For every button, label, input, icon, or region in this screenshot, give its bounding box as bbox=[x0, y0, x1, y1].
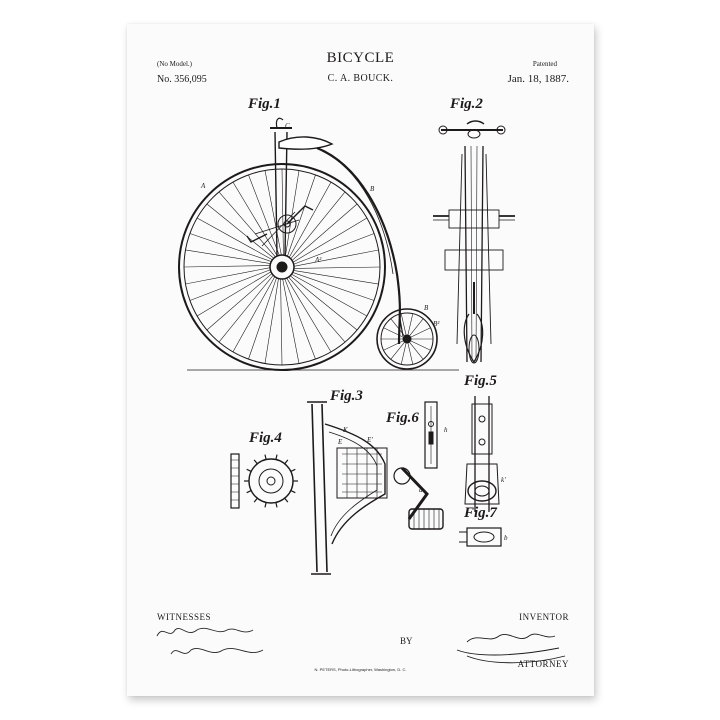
fig5-label: Fig.5 bbox=[464, 373, 497, 389]
signature-scribbles bbox=[456, 633, 566, 664]
patent-drawings bbox=[178, 117, 566, 664]
ref-e: E bbox=[338, 438, 343, 446]
ref-e1: E' bbox=[367, 436, 373, 444]
fig3-label: Fig.3 bbox=[330, 388, 363, 404]
ref-h: h bbox=[444, 426, 448, 434]
fig3-drawing bbox=[307, 401, 444, 575]
ref-b-small: b bbox=[504, 534, 508, 542]
fig7-drawing bbox=[459, 527, 502, 547]
patent-date: Jan. 18, 1887. bbox=[507, 73, 569, 85]
fig1-label: Fig.1 bbox=[248, 96, 281, 112]
witnesses-heading: WITNESSES bbox=[157, 612, 211, 622]
fig6-drawing bbox=[424, 401, 438, 469]
fig6-label: Fig.6 bbox=[386, 410, 419, 426]
patent-number: No. 356,095 bbox=[157, 74, 207, 85]
attorney-heading: ATTORNEY bbox=[517, 659, 569, 669]
witness-signatures bbox=[156, 627, 264, 655]
fig4-drawing bbox=[230, 453, 298, 509]
fig1-drawing bbox=[178, 117, 459, 371]
ref-a-small: a bbox=[419, 486, 423, 494]
ref-a2: A² bbox=[315, 256, 322, 264]
ref-k: K bbox=[343, 426, 348, 434]
fig4-label: Fig.4 bbox=[249, 430, 282, 446]
page-title: BICYCLE bbox=[326, 50, 395, 66]
patented-note: Patented bbox=[532, 60, 557, 68]
fig7-label: Fig.7 bbox=[464, 505, 497, 521]
ref-b2: B² bbox=[433, 320, 440, 328]
fig5-drawing bbox=[464, 396, 500, 512]
ref-k1: k' bbox=[501, 476, 506, 484]
ref-b1: B bbox=[424, 304, 429, 312]
fig2-label: Fig.2 bbox=[450, 96, 483, 112]
ref-a: A bbox=[201, 182, 206, 190]
inventor-name: C. A. BOUCK. bbox=[327, 73, 394, 84]
ref-c: C bbox=[285, 122, 290, 130]
by-label: BY bbox=[400, 636, 413, 646]
inventor-heading: INVENTOR bbox=[519, 612, 569, 622]
no-model-note: (No Model.) bbox=[157, 60, 192, 68]
printer-credit: N. PETERS, Photo-Lithographer, Washingto… bbox=[314, 667, 407, 672]
patent-sheet: (No Model.) No. 356,095 BICYCLE C. A. BO… bbox=[127, 24, 594, 696]
ref-b: B bbox=[370, 185, 375, 193]
fig2-drawing bbox=[433, 120, 515, 364]
